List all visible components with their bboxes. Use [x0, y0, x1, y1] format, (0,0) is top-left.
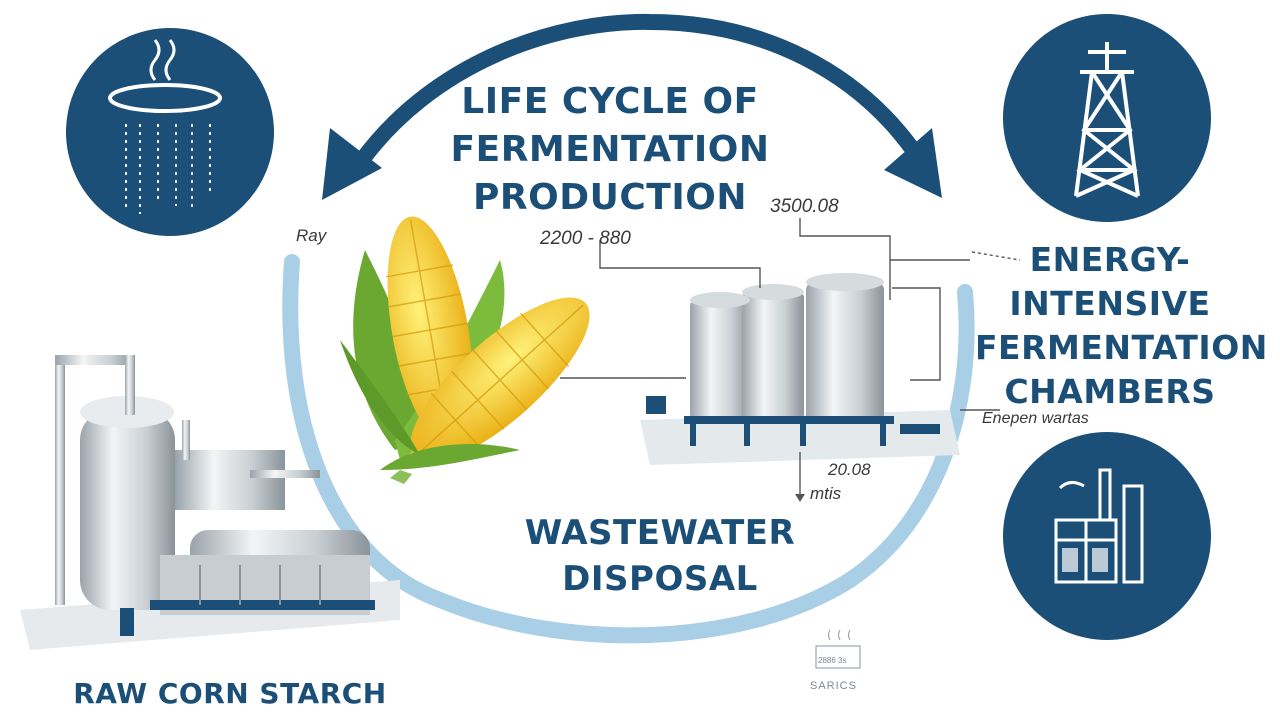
- annotation-enepen: Enepen wartas: [982, 410, 1089, 427]
- transmission-tower-icon: [1003, 14, 1211, 222]
- annotation-measure-top: 3500.08: [770, 196, 839, 217]
- annotation-measure-left: 2200 - 880: [540, 228, 631, 249]
- corn-cob-icon: [340, 216, 590, 484]
- steaming-tank-icon: [66, 28, 274, 236]
- stage-wastewater-label: WASTEWATER DISPOSAL: [524, 513, 796, 599]
- package-icon: [815, 629, 861, 669]
- diagram-title: LIFE CYCLE OF FERMENTATION PRODUCTION: [450, 81, 770, 218]
- arrow-down-icon: [795, 494, 805, 502]
- fermentation-tanks: [640, 273, 960, 465]
- annotation-measure-bottom: 20.08: [828, 460, 871, 479]
- stage-raw-label: RAW CORN STARCH: [73, 677, 387, 710]
- annotation-mtis: mtis: [810, 484, 842, 503]
- annotation-box-label: 2886 3s: [818, 656, 847, 665]
- annotation-saracs: SARICS: [810, 680, 857, 692]
- stage-energy-label: ENERGY-INTENSIVE FERMENTATION CHAMBERS: [975, 240, 1268, 411]
- factory-icon: [1003, 432, 1211, 640]
- cycle-arrow-top: [322, 13, 942, 200]
- annotation-ray: Ray: [296, 226, 327, 245]
- cycle-ring: [282, 254, 975, 644]
- processing-plant: [20, 355, 400, 650]
- leader-lines: [560, 218, 1021, 496]
